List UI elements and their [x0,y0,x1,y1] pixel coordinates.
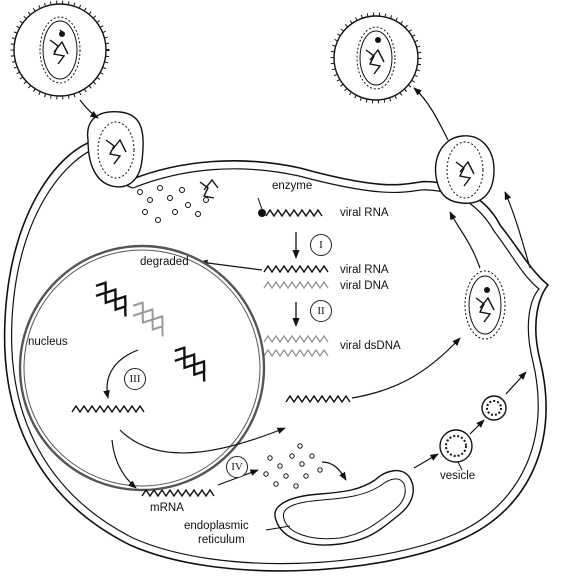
transcribed-rna-nucleus [71,404,145,414]
label-mrna: mRNA [150,502,184,514]
arrow-proteins-to-er [321,461,347,481]
budding-virion-right [434,135,495,204]
label-viral-dna: viral DNA [340,280,389,292]
label-vesicle: vesicle [440,470,476,482]
arrow-vesicle-up [505,371,527,395]
nucleus [18,244,266,492]
arrow-nucleus-to-mrna [111,439,137,489]
arrow-to-degraded [199,259,263,271]
step-I-marker: I [310,234,332,256]
arrow-er-to-vesicle [413,453,439,469]
dsdna-strand-2 [263,348,329,358]
vesicle [439,429,473,463]
host-dna-lower [174,346,206,372]
step-II-marker: II [310,300,332,322]
label-viral-rna-hybrid: viral RNA [340,264,389,276]
budding-virion-left [86,111,144,188]
translated-proteins [263,443,323,489]
uncoating-particles [137,178,219,223]
arrow-entry [79,99,99,119]
arrow-bud-to-release [413,87,449,141]
incoming-virion [10,0,110,100]
label-nucleus: nucleus [28,336,68,348]
assembling-virion [464,270,506,340]
label-viral-dsdna: viral dsDNA [340,340,401,352]
label-er-line1: endoplasmic [184,520,249,532]
label-enzyme: enzyme [272,180,313,192]
vesicle-leader-line [457,461,463,471]
host-cell-membrane [3,139,550,572]
endoplasmic-reticulum [274,470,414,546]
released-virion [330,12,422,104]
integrated-viral-dna-2 [132,311,164,337]
arrow-assembly-to-bud [449,211,481,269]
label-viral-rna-top: viral RNA [340,207,389,219]
dsdna-strand-1 [263,334,329,344]
arrow-rna-to-assembly [351,337,461,399]
host-dna-upper-2 [95,291,127,317]
arrow-vesicle-to-membrane [469,419,485,435]
er-leader-line [265,525,291,531]
host-dna-upper [95,281,127,307]
host-dna-lower-2 [174,356,206,382]
genomic-rna-cytoplasm [285,394,351,404]
arrow-rna-to-cytoplasm [119,427,286,454]
viral-rna-strand [265,208,323,218]
enzyme-marker [257,197,266,217]
label-degraded: degraded [140,256,189,268]
step-IV-marker: IV [226,456,248,478]
arrow-membrane-to-bud [504,191,531,269]
step-III-marker: III [124,368,146,390]
label-er-line2: reticulum [198,534,245,546]
hybrid-dna-strand [263,280,329,290]
integrated-viral-dna [132,301,164,327]
mrna-strand [141,488,215,498]
vesicle-fusing [481,395,507,421]
hybrid-rna-strand [263,264,329,274]
arrow-step-III [103,349,139,399]
